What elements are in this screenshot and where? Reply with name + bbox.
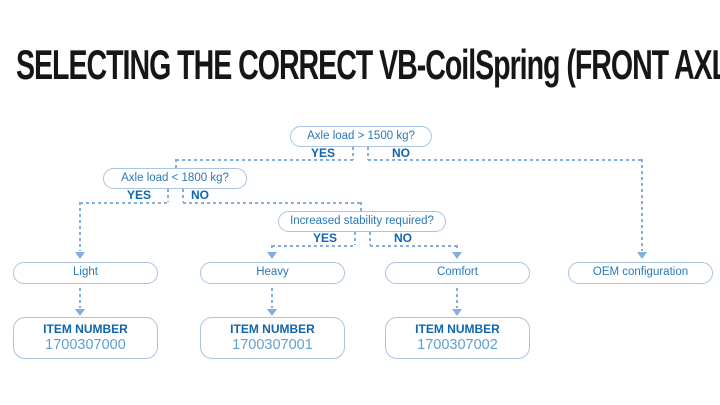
arrow-down-icon <box>637 252 647 259</box>
connector-line <box>641 159 643 251</box>
arrow-down-icon <box>75 252 85 259</box>
item-number-value: 1700307002 <box>417 337 498 354</box>
connector-line <box>271 245 273 251</box>
connector-line <box>80 202 168 204</box>
no-label: NO <box>394 231 412 245</box>
decision-increased-stability: Increased stability required? <box>278 211 446 232</box>
item-number-heading: ITEM NUMBER <box>230 322 315 337</box>
connector-line <box>176 159 354 161</box>
node-label: Light <box>73 266 98 279</box>
item-box-comfort: ITEM NUMBER 1700307002 <box>385 317 530 359</box>
arrow-down-icon <box>75 309 85 316</box>
connector-line <box>370 245 457 247</box>
connector-line <box>271 288 273 308</box>
yes-label: YES <box>312 231 337 245</box>
item-box-heavy: ITEM NUMBER 1700307001 <box>200 317 345 359</box>
item-number-heading: ITEM NUMBER <box>43 322 128 337</box>
decision-axle-load-1800: Axle load < 1800 kg? <box>103 168 247 189</box>
no-label: NO <box>392 146 410 160</box>
item-number-heading: ITEM NUMBER <box>415 322 500 337</box>
item-number-value: 1700307000 <box>45 337 126 354</box>
connector-line <box>369 232 371 245</box>
connector-line <box>175 159 177 168</box>
node-light: Light <box>13 262 158 284</box>
node-label: Comfort <box>437 266 478 279</box>
node-heavy: Heavy <box>200 262 345 284</box>
connector-line <box>352 147 354 160</box>
arrow-down-icon <box>267 252 277 259</box>
arrow-down-icon <box>452 252 462 259</box>
arrow-down-icon <box>267 309 277 316</box>
connector-line <box>79 288 81 308</box>
connector-line <box>456 245 458 251</box>
node-comfort: Comfort <box>385 262 530 284</box>
connector-line <box>79 202 81 251</box>
item-number-value: 1700307001 <box>232 337 313 354</box>
connector-line <box>360 202 362 211</box>
connector-line <box>183 202 361 204</box>
connector-line <box>182 189 184 202</box>
decision-axle-load-1500: Axle load > 1500 kg? <box>290 126 432 147</box>
arrow-down-icon <box>452 309 462 316</box>
node-label: Heavy <box>256 266 289 279</box>
yes-label: YES <box>126 188 151 202</box>
node-label: OEM configuration <box>592 266 689 279</box>
page-title: SELECTING THE CORRECT VB-CoilSpring (FRO… <box>16 41 720 88</box>
decision-label: Axle load > 1500 kg? <box>307 129 415 142</box>
no-label: NO <box>191 188 209 202</box>
connector-line <box>167 189 169 202</box>
yes-label: YES <box>310 146 335 160</box>
decision-label: Increased stability required? <box>290 214 434 227</box>
connector-line <box>367 147 369 160</box>
decision-label: Axle load < 1800 kg? <box>121 171 229 184</box>
connector-line <box>456 288 458 308</box>
connector-line <box>354 232 356 245</box>
connector-line <box>272 245 355 247</box>
connector-line <box>368 159 643 161</box>
item-box-light: ITEM NUMBER 1700307000 <box>13 317 158 359</box>
node-oem-configuration: OEM configuration <box>568 262 713 284</box>
